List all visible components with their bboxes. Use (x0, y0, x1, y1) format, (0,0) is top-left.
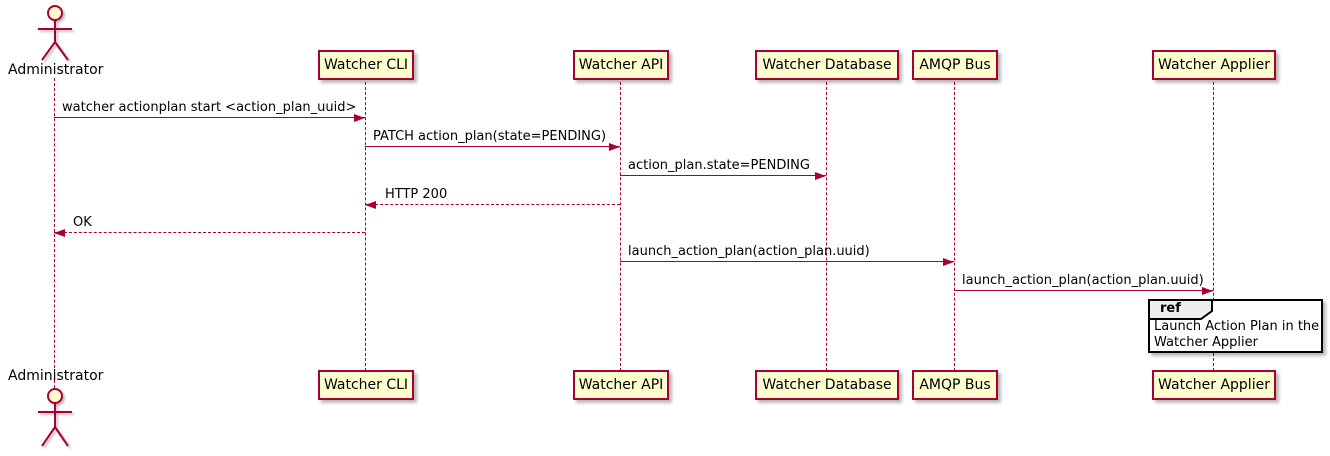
message-arrow-6 (620, 261, 954, 262)
arrowhead-right-icon (815, 172, 826, 180)
message-label: watcher actionplan start <action_plan_uu… (62, 100, 357, 115)
actor-label-top: Administrator (8, 62, 104, 78)
participant-amqp-bus-bottom: AMQP Bus (912, 370, 998, 400)
participant-label: Watcher API (578, 377, 664, 393)
participant-watcher-cli-top: Watcher CLI (318, 50, 414, 80)
message-label: OK (73, 215, 92, 230)
lifeline-amqp-bus (954, 82, 955, 371)
message-arrow-2 (365, 146, 620, 147)
participant-amqp-bus-top: AMQP Bus (912, 50, 998, 80)
lifeline-watcher-cli (365, 82, 366, 371)
message-label: launch_action_plan(action_plan.uuid) (962, 273, 1204, 288)
participant-watcher-database-top: Watcher Database (755, 50, 899, 80)
participant-watcher-applier-bottom: Watcher Applier (1152, 370, 1276, 400)
ref-keyword: ref (1160, 301, 1181, 316)
arrowhead-right-icon (609, 143, 620, 151)
actor-label-bottom: Administrator (8, 368, 104, 384)
message-label: PATCH action_plan(state=PENDING) (373, 129, 607, 144)
participant-watcher-api-bottom: Watcher API (573, 370, 669, 400)
participant-watcher-api-top: Watcher API (573, 50, 669, 80)
participant-label: Watcher Applier (1158, 57, 1270, 73)
actor-figure-top (38, 5, 72, 61)
actor-figure-bottom (38, 388, 72, 447)
message-label: action_plan.state=PENDING (628, 158, 810, 173)
ref-text: Launch Action Plan in the Watcher Applie… (1154, 319, 1319, 351)
ref-text-line1: Launch Action Plan in the (1154, 319, 1320, 334)
participant-label: AMQP Bus (919, 377, 991, 393)
ref-header-shape (1148, 299, 1213, 320)
message-return-4 (365, 204, 620, 205)
message-return-5 (54, 232, 365, 233)
ref-fragment: ref Launch Action Plan in the Watcher Ap… (1148, 299, 1323, 353)
lifeline-watcher-applier (1213, 82, 1214, 371)
arrowhead-right-icon (354, 114, 365, 122)
participant-label: Watcher API (578, 57, 664, 73)
message-label: launch_action_plan(action_plan.uuid) (628, 244, 870, 259)
participant-watcher-database-bottom: Watcher Database (755, 370, 899, 400)
message-arrow-7 (954, 290, 1213, 291)
message-arrow-3 (620, 175, 826, 176)
arrowhead-left-icon (54, 229, 65, 237)
participant-label: Watcher Database (762, 377, 892, 393)
participant-label: Watcher CLI (323, 377, 409, 393)
lifeline-watcher-database (826, 82, 827, 371)
message-arrow-1 (54, 117, 365, 118)
participant-label: Watcher Database (762, 57, 892, 73)
participant-label: Watcher CLI (323, 57, 409, 73)
participant-label: AMQP Bus (919, 57, 991, 73)
arrowhead-left-icon (365, 201, 376, 209)
message-label: HTTP 200 (385, 187, 448, 202)
arrowhead-right-icon (1202, 287, 1213, 295)
ref-text-line2: Watcher Applier (1154, 335, 1258, 350)
participant-watcher-applier-top: Watcher Applier (1152, 50, 1276, 80)
lifeline-watcher-api (620, 82, 621, 371)
participant-watcher-cli-bottom: Watcher CLI (318, 370, 414, 400)
participant-label: Watcher Applier (1158, 377, 1270, 393)
arrowhead-right-icon (943, 258, 954, 266)
